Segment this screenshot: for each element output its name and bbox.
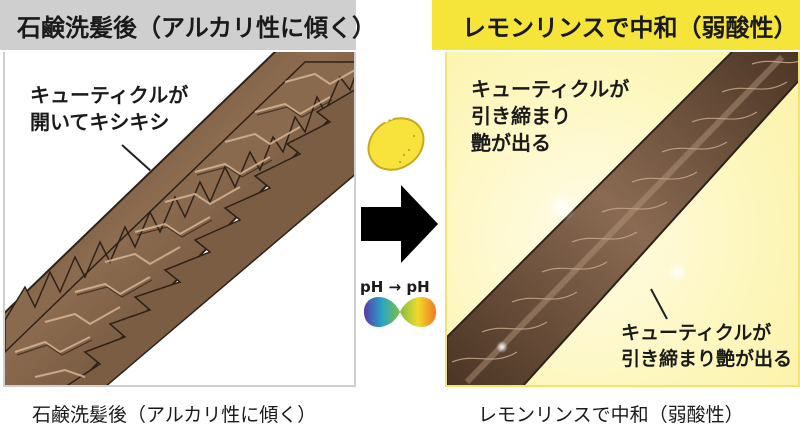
ph-arrow: → [388, 278, 402, 296]
left-panel-header: 石鹸洗髪後（アルカリ性に傾く） [0, 0, 376, 50]
left-panel-alkaline-hair: キューティクルが 開いてキシキシ [3, 52, 356, 387]
sparkle-icon [496, 193, 687, 353]
ph-change-label: pH → pH [360, 278, 430, 296]
left-header-title: 石鹸洗髪後（アルカリ性に傾く） [17, 13, 377, 42]
ph-gradient-icon [364, 297, 436, 327]
left-callout-open-cuticle: キューティクルが 開いてキシキシ [30, 83, 189, 134]
right-panel-acidic-hair: キューティクルが 引き締まり 艶が出る キューティクルが 引き締まり艶が出る [445, 52, 800, 387]
right-arrow-icon [361, 185, 438, 263]
right-callout-top: キューティクルが 引き締まり 艶が出る [471, 77, 630, 155]
smooth-hair-strand-icon [447, 52, 798, 385]
transition-icons [361, 116, 438, 327]
ph-label-to: pH [406, 278, 430, 296]
right-header-title: レモンリンスで中和（弱酸性） [462, 13, 798, 42]
right-callout-bottom: キューティクルが 引き締まり艶が出る [621, 322, 793, 370]
damaged-hair-strand-icon [5, 52, 354, 385]
left-caption: 石鹸洗髪後（アルカリ性に傾く） [32, 404, 317, 426]
lemon-icon [367, 116, 425, 171]
right-panel-header: レモンリンスで中和（弱酸性） [432, 0, 800, 50]
right-caption: レモンリンスで中和（弱酸性） [478, 404, 744, 426]
transition-column [356, 52, 445, 387]
ph-label-from: pH [360, 278, 384, 296]
